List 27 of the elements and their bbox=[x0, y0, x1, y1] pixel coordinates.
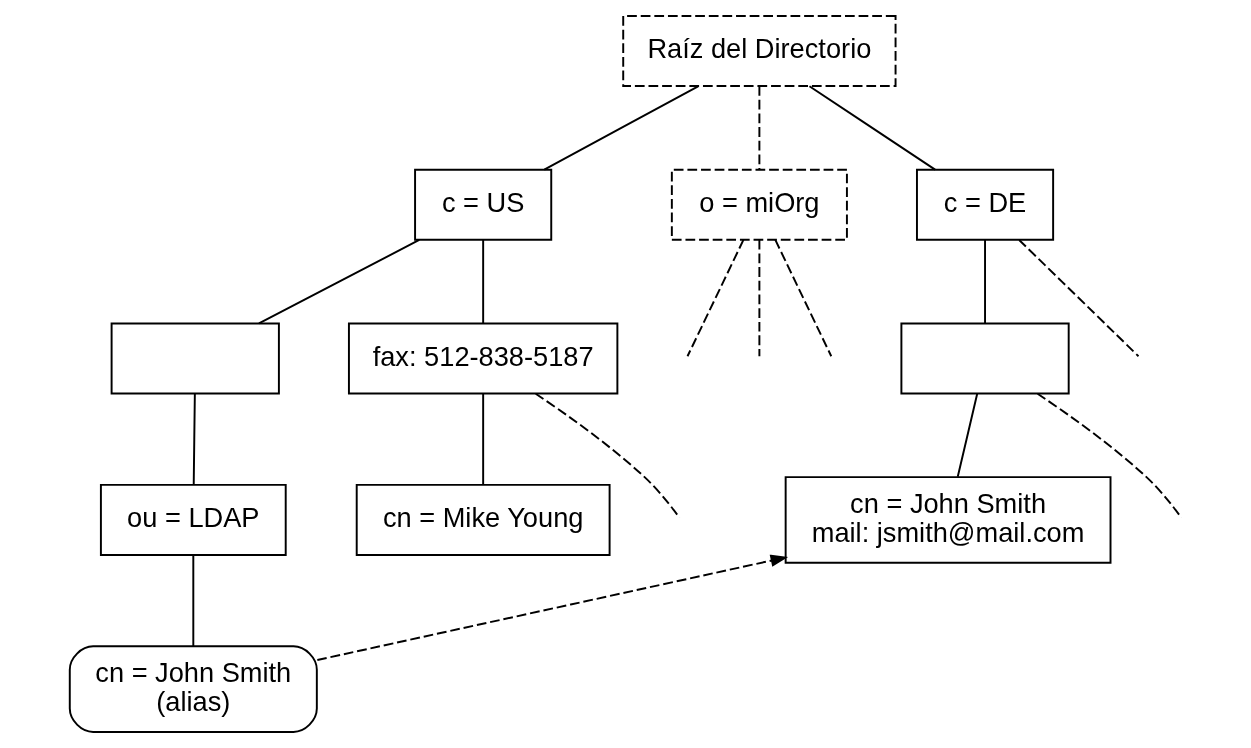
node-box: c = US bbox=[413, 168, 552, 241]
node-box: Raíz del Directorio bbox=[621, 15, 897, 88]
connector bbox=[686, 238, 744, 358]
node-box: cn = John Smith mail: jsmith@mail.com bbox=[784, 476, 1111, 564]
node-box: cn = Mike Young bbox=[355, 483, 611, 556]
connector bbox=[481, 238, 484, 325]
connector bbox=[983, 238, 986, 325]
connector bbox=[1036, 392, 1182, 519]
connector bbox=[808, 85, 936, 171]
connector bbox=[191, 554, 194, 648]
connector bbox=[757, 85, 760, 171]
connector bbox=[773, 238, 832, 358]
connector bbox=[956, 392, 978, 478]
arrow bbox=[315, 554, 788, 661]
node-box: ou = LDAP bbox=[99, 483, 287, 556]
connector bbox=[1017, 238, 1139, 358]
connector bbox=[757, 238, 760, 358]
node-box: cn = John Smith (alias) bbox=[68, 645, 318, 733]
node-box: c = DE bbox=[915, 168, 1054, 241]
node-box bbox=[110, 322, 280, 395]
node-box: fax: 512-838-5187 bbox=[347, 322, 618, 395]
connector bbox=[481, 392, 484, 486]
node-box: o = miOrg bbox=[670, 168, 848, 241]
connector bbox=[257, 238, 420, 325]
node-box bbox=[899, 322, 1070, 395]
connector bbox=[192, 392, 196, 486]
connector bbox=[542, 85, 699, 171]
